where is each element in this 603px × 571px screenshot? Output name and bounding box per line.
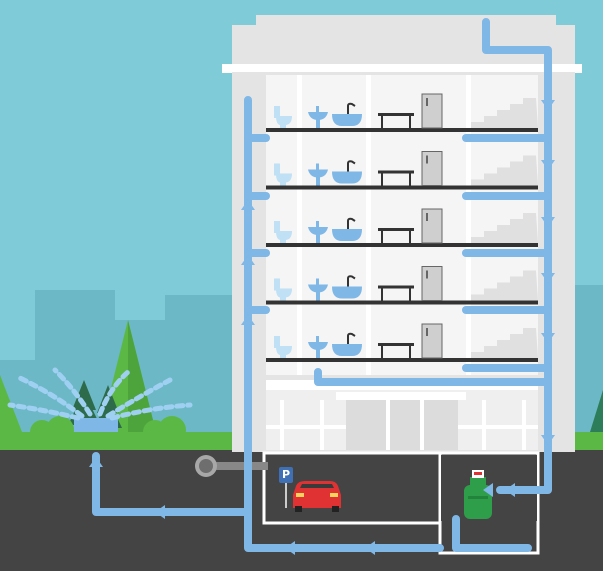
flow-arrow — [241, 255, 255, 265]
floor — [266, 93, 538, 132]
sink-icon — [308, 106, 328, 128]
parking-sign-icon: P — [279, 467, 293, 483]
bathtub-icon — [332, 332, 362, 356]
floor — [266, 208, 538, 247]
flow-arrow — [541, 435, 555, 445]
sprinkler-icon — [7, 367, 193, 432]
table-icon — [378, 343, 414, 358]
flow-arrow — [541, 160, 555, 170]
shrub-icon — [30, 416, 186, 444]
flow-arrows — [89, 100, 555, 555]
floor — [266, 323, 538, 362]
flow-arrow — [505, 483, 515, 497]
refrigerator-icon — [421, 151, 443, 186]
bathtub-icon — [332, 217, 362, 241]
refrigerator-icon — [421, 93, 443, 129]
flow-arrow — [541, 273, 555, 283]
floor — [266, 151, 538, 190]
grass-right — [568, 432, 603, 450]
toilet-icon — [274, 278, 292, 301]
toilet-icon — [274, 336, 292, 358]
toilet-icon — [274, 163, 292, 186]
bathtub-icon — [332, 160, 362, 184]
lobby-entrance — [346, 400, 458, 450]
flow-arrow — [365, 541, 375, 555]
refrigerator-icon — [421, 323, 443, 359]
car-icon — [293, 481, 341, 512]
staircase-icon — [471, 270, 538, 301]
floor-slab — [266, 243, 538, 247]
staircase-icon — [471, 328, 538, 358]
refrigerator-icon — [421, 266, 443, 301]
refrigerator-icon — [421, 208, 443, 244]
table-icon — [378, 228, 414, 243]
toilet-icon — [274, 106, 292, 128]
table-icon — [378, 170, 414, 186]
flow-arrow — [241, 200, 255, 210]
flow-arrow — [155, 505, 165, 519]
water-pipes — [92, 18, 552, 552]
sewer-pipe-icon — [195, 455, 268, 477]
floors — [266, 93, 538, 362]
flow-arrow — [541, 333, 555, 343]
toilet-icon — [274, 221, 292, 243]
floor-slab — [266, 358, 538, 362]
bathtub-icon — [332, 102, 362, 126]
staircase-icon — [471, 155, 538, 186]
sink-icon — [308, 278, 328, 301]
sink-icon — [308, 163, 328, 186]
floor-slab — [266, 128, 538, 132]
floor — [266, 266, 538, 305]
staircase-icon — [471, 98, 538, 128]
sink-icon — [308, 221, 328, 243]
flow-arrow — [89, 457, 103, 467]
flow-arrow — [241, 315, 255, 325]
flow-arrow — [285, 541, 295, 555]
water-pump-icon — [464, 470, 492, 519]
table-icon — [378, 113, 414, 128]
bathtub-icon — [332, 275, 362, 299]
flow-arrow — [541, 217, 555, 227]
flow-arrow — [483, 483, 493, 497]
flow-arrow — [541, 100, 555, 110]
floor-slab — [266, 300, 538, 305]
tree-icon — [590, 390, 603, 432]
table-icon — [378, 285, 414, 301]
underground-garage — [262, 451, 540, 555]
parking-sign-pole — [285, 482, 287, 508]
staircase-icon — [471, 213, 538, 243]
supply-pipe-main — [482, 18, 552, 494]
floor-slab — [266, 185, 538, 190]
sink-icon — [308, 336, 328, 358]
